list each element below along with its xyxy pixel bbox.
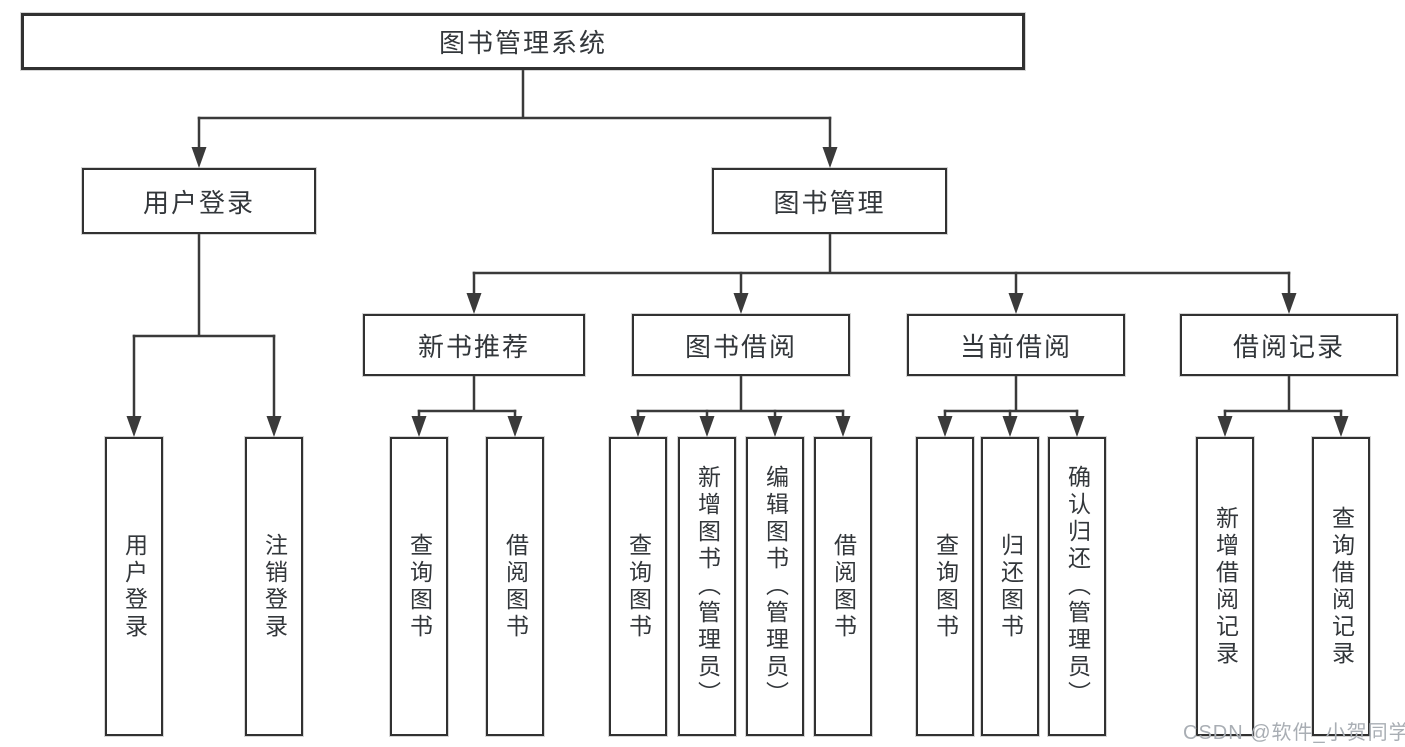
- leaf-confirm-return-admin: 确认归还（管理员）: [1048, 437, 1106, 736]
- connector-root: [191, 68, 838, 168]
- leaf-query-borrow-record: 查询借阅记录: [1312, 437, 1370, 736]
- connector-user-login: [126, 232, 282, 437]
- leaf-add-book-admin: 新增图书（管理员）: [678, 437, 736, 736]
- leaf-query-books-current: 查询图书: [916, 437, 974, 736]
- node-book-borrow: 图书借阅: [632, 314, 850, 376]
- node-root: 图书管理系统: [21, 13, 1025, 70]
- leaf-borrow-books: 借阅图书: [814, 437, 872, 736]
- node-borrow-records: 借阅记录: [1180, 314, 1398, 376]
- connector-book-management: [466, 232, 1297, 314]
- leaf-logout: 注销登录: [245, 437, 303, 736]
- node-book-management: 图书管理: [712, 168, 947, 234]
- leaf-add-borrow-record: 新增借阅记录: [1196, 437, 1254, 736]
- leaf-query-books-recommend: 查询图书: [390, 437, 448, 736]
- leaf-query-books-borrow: 查询图书: [609, 437, 667, 736]
- connector-borrow-records: [1217, 374, 1349, 437]
- connector-current-borrow: [937, 374, 1085, 437]
- csdn-watermark: CSDN @软件_小贺同学: [1183, 722, 1405, 744]
- connector-new-book: [411, 374, 523, 437]
- connector-book-borrow: [630, 374, 851, 437]
- leaf-borrow-books-recommend: 借阅图书: [486, 437, 544, 736]
- leaf-edit-book-admin: 编辑图书（管理员）: [746, 437, 804, 736]
- node-new-book-recommend: 新书推荐: [363, 314, 585, 376]
- leaf-user-login: 用户登录: [105, 437, 163, 736]
- node-current-borrow: 当前借阅: [907, 314, 1125, 376]
- leaf-return-book: 归还图书: [981, 437, 1039, 736]
- node-user-login: 用户登录: [82, 168, 316, 234]
